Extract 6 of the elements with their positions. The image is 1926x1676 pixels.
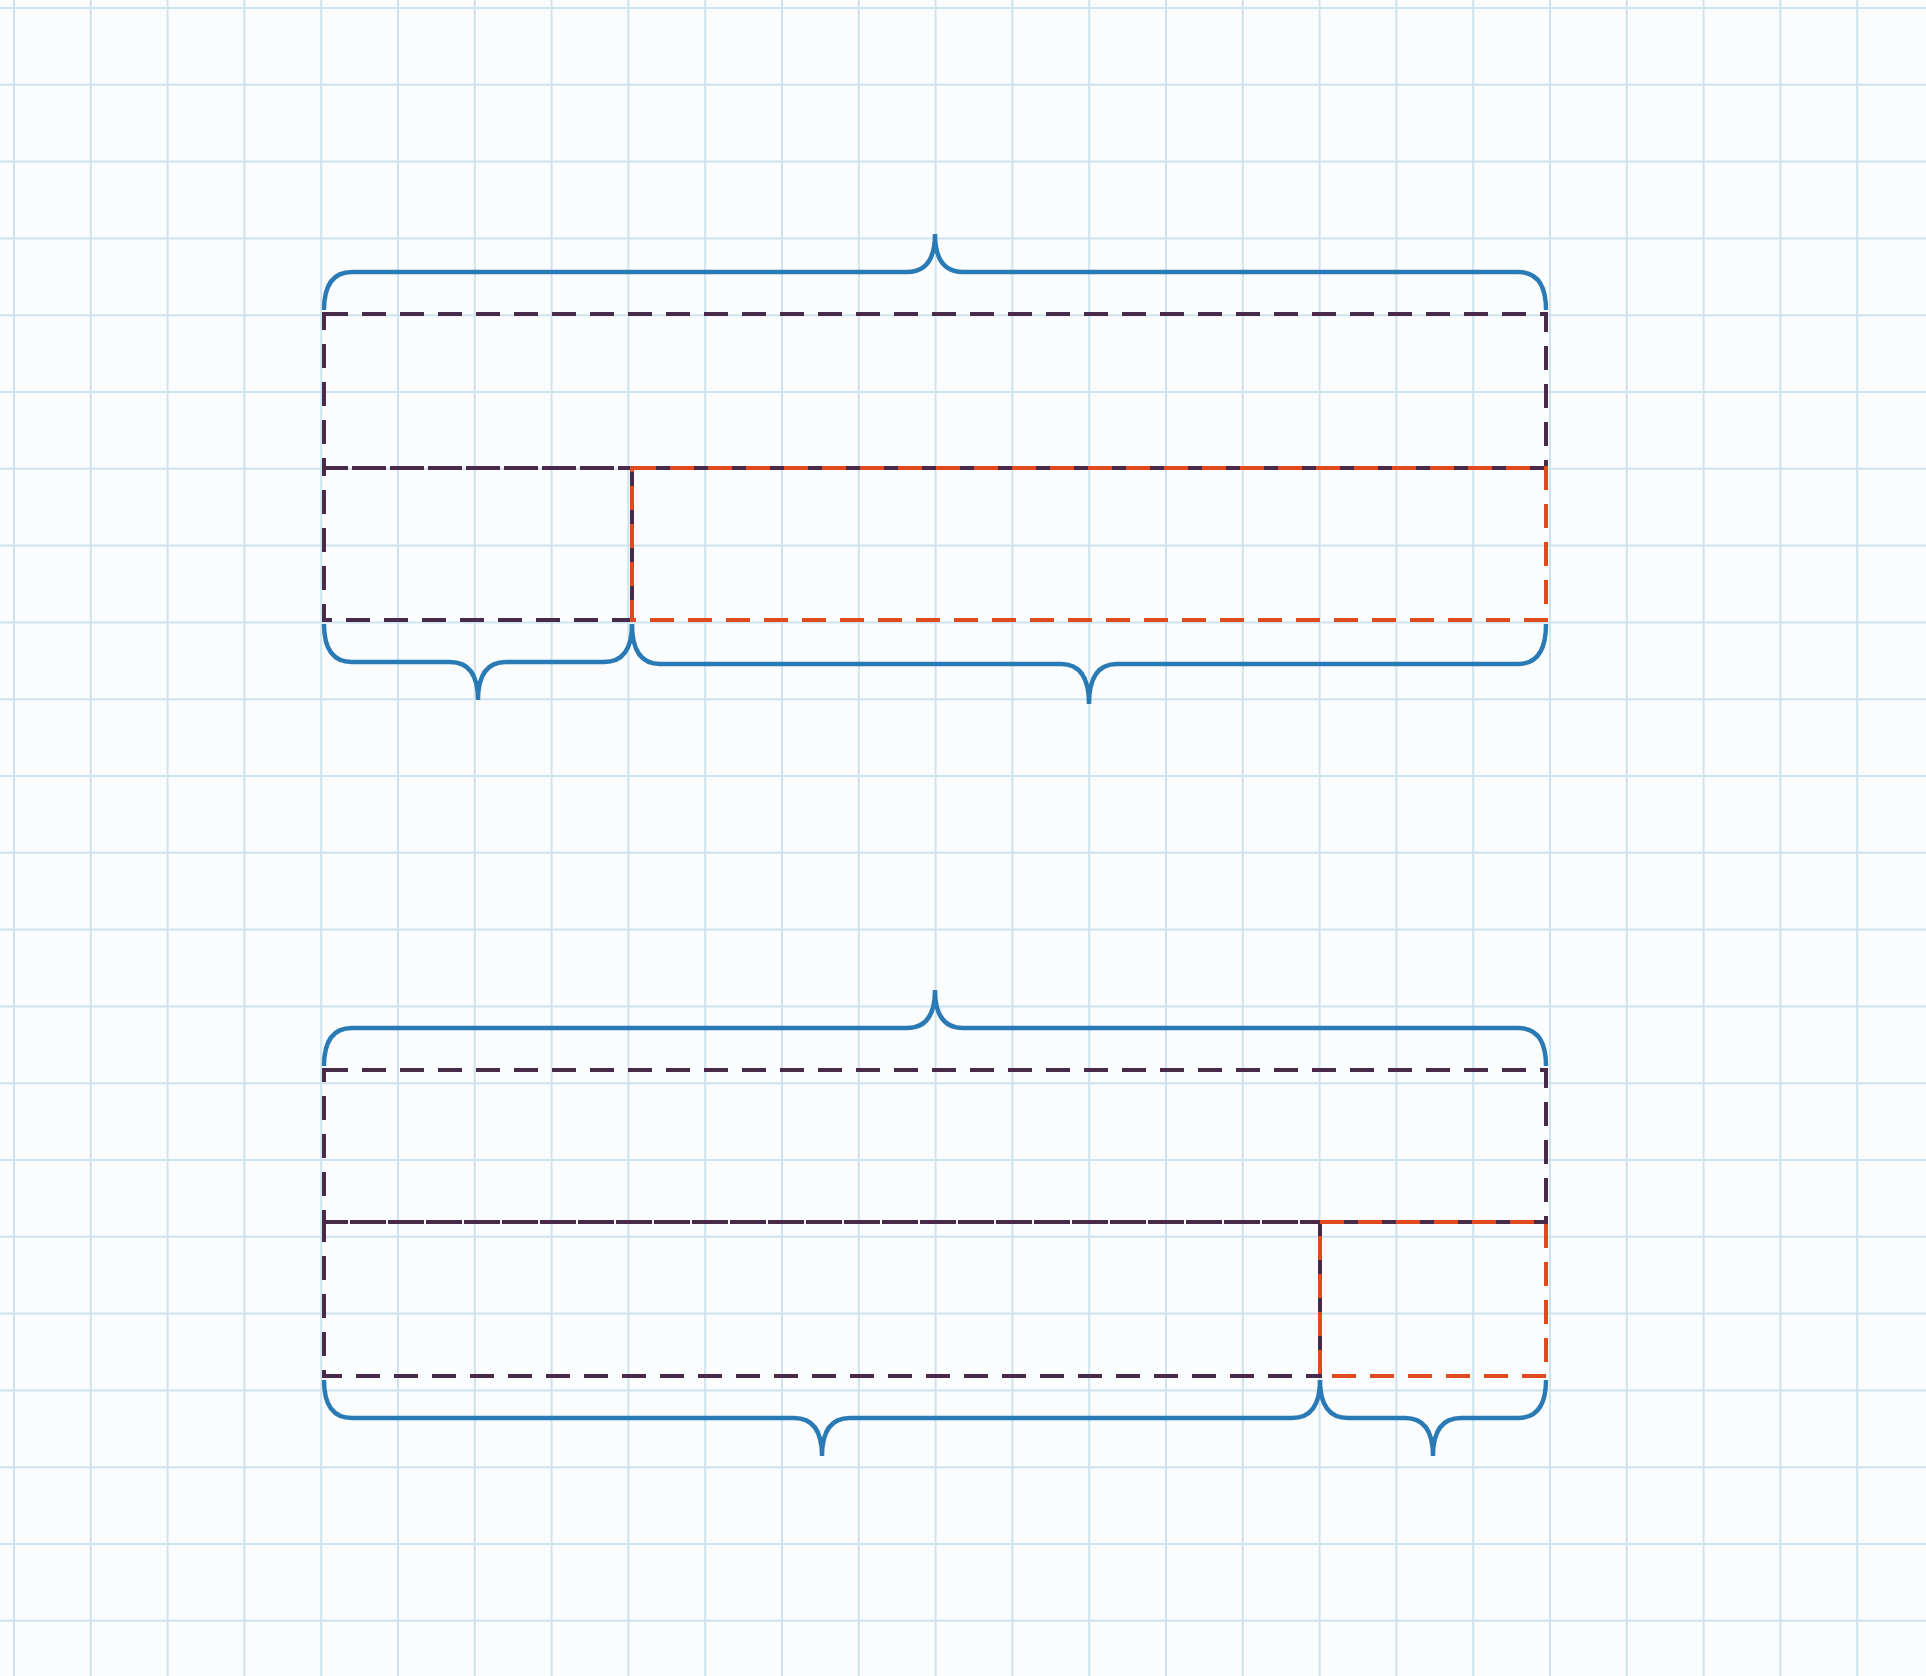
bar-segment bbox=[1318, 1220, 1548, 1378]
bar-segment bbox=[322, 1068, 1548, 1224]
bar-segment bbox=[322, 1220, 1322, 1378]
bar-segment bbox=[322, 312, 1548, 470]
bar-segment bbox=[322, 466, 634, 622]
bar-segment bbox=[630, 466, 1548, 622]
